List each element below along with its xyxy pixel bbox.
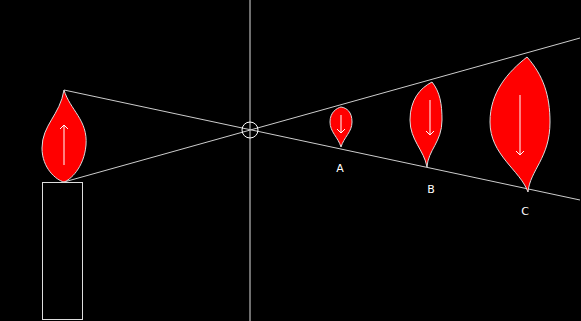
candle-body — [43, 183, 83, 320]
flame-arrow — [64, 125, 65, 165]
image-arrow — [520, 95, 521, 155]
image-flame — [490, 57, 550, 192]
pinhole — [242, 122, 258, 138]
image-flame — [330, 107, 352, 147]
image-label: B — [427, 183, 435, 196]
image-arrow — [430, 100, 431, 135]
candle-flame — [42, 90, 86, 182]
image-label: A — [336, 162, 344, 175]
image-label: C — [521, 205, 529, 218]
image-flame — [410, 82, 442, 167]
screen-line — [250, 0, 251, 321]
image-arrow — [341, 115, 342, 133]
